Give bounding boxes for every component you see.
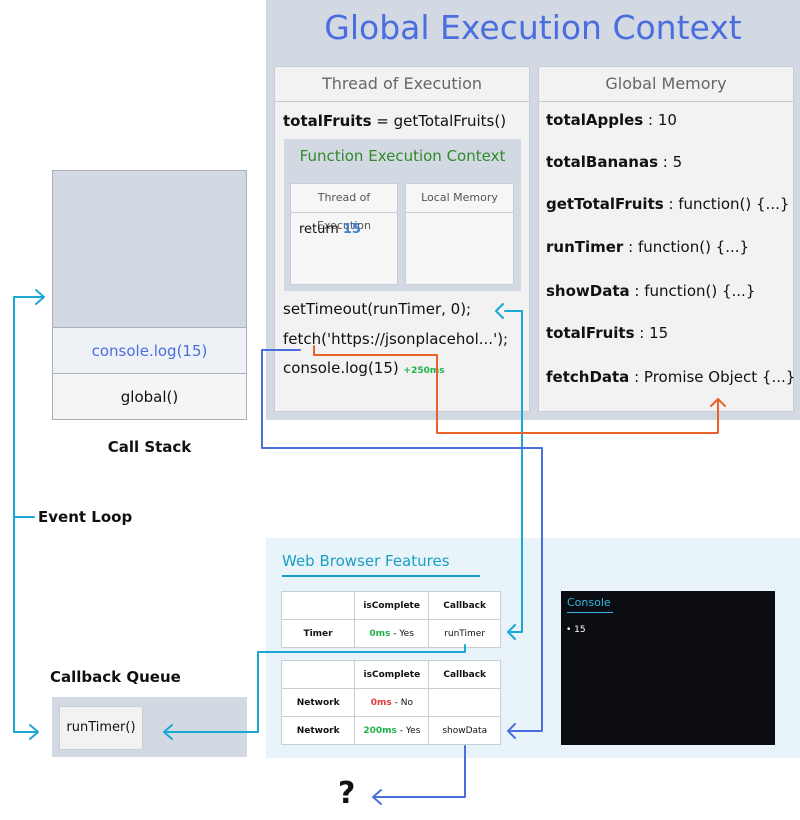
console-log-call: console.log(15)	[283, 359, 399, 377]
showdata-to-question-arrow	[372, 745, 466, 805]
gec-title: Global Execution Context	[324, 8, 742, 47]
memory-entry-value: 15	[649, 324, 669, 342]
global-memory-panel: Global Memory	[538, 66, 794, 412]
memory-entry-name: getTotalFruits	[546, 195, 664, 213]
memory-entry-value: 10	[657, 111, 677, 129]
network-callback	[428, 688, 501, 717]
timer-table-header: Callback	[428, 591, 501, 620]
fec-thread-panel: Thread of Execution return 15	[290, 183, 398, 285]
console-output-line: • 15	[566, 625, 586, 635]
event-loop-label: Event Loop	[38, 508, 133, 526]
memory-entry-value: function() {...}	[637, 238, 750, 256]
fetch-to-network-arrow	[261, 349, 543, 739]
network-callback: showData	[428, 716, 501, 745]
network-complete: - No	[391, 697, 413, 708]
memory-entry: totalApples : 10	[546, 111, 677, 129]
memory-entry-name: showData	[546, 282, 630, 300]
console-log-badge: +250ms	[403, 366, 445, 376]
memory-entry-name: totalFruits	[546, 324, 635, 342]
timer-callback: runTimer	[428, 619, 501, 648]
code-line-settimeout: setTimeout(runTimer, 0);	[283, 300, 472, 318]
fec-thread-heading: Thread of Execution	[291, 184, 397, 232]
settimeout-to-timer-arrow	[495, 303, 523, 640]
memory-entry: totalBananas : 5	[546, 153, 683, 171]
timer-table-header: isComplete	[354, 591, 430, 620]
timer-table-header	[280, 591, 356, 620]
network-table: isComplete Callback Network 0ms - No Net…	[280, 660, 501, 745]
call-stack-frame-console-log: console.log(15)	[52, 327, 247, 374]
memory-entry: getTotalFruits : function() {...}	[546, 195, 790, 213]
code-line-total-fruits: totalFruits = getTotalFruits()	[283, 112, 506, 130]
timer-status: 0ms - Yes	[354, 619, 430, 648]
fec-return-line: return 15	[299, 222, 361, 237]
return-value: 15	[342, 222, 361, 237]
console-title: Console	[567, 596, 611, 609]
memory-entry: totalFruits : 15	[546, 324, 669, 342]
fetch-to-promise-arrow	[313, 345, 726, 434]
network-table-header	[280, 660, 356, 689]
console-panel	[561, 591, 775, 745]
table-row: Network 0ms - No	[280, 688, 501, 717]
table-row: Network 200ms - Yes showData	[280, 716, 501, 745]
event-loop-arrow	[13, 289, 45, 740]
callback-queue-label: Callback Queue	[50, 668, 181, 686]
network-ms: 200ms	[363, 725, 397, 736]
network-row-label: Network	[280, 688, 356, 717]
console-underline	[567, 612, 613, 613]
call-stack-label: Call Stack	[107, 438, 192, 456]
title-underline	[282, 575, 480, 577]
call-stack-frame-global: global()	[52, 373, 247, 420]
network-complete: - Yes	[396, 725, 421, 736]
timer-ms: 0ms	[369, 628, 391, 639]
callback-queue-item: runTimer()	[59, 706, 143, 750]
network-status: 200ms - Yes	[354, 716, 430, 745]
timer-row-label: Timer	[280, 619, 356, 648]
var-total-fruits: totalFruits	[283, 112, 372, 130]
fec-memory-heading: Local Memory	[406, 184, 513, 213]
network-ms: 0ms	[370, 697, 392, 708]
question-mark: ?	[338, 776, 356, 811]
table-row: Timer 0ms - Yes runTimer	[280, 619, 501, 648]
timer-table: isComplete Callback Timer 0ms - Yes runT…	[280, 591, 501, 648]
thread-heading: Thread of Execution	[275, 67, 529, 102]
web-browser-features-title: Web Browser Features	[282, 552, 450, 570]
memory-entry: runTimer : function() {...}	[546, 238, 750, 256]
memory-entry-name: totalBananas	[546, 153, 658, 171]
fec-title: Function Execution Context	[299, 147, 506, 165]
memory-heading: Global Memory	[539, 67, 793, 102]
code-line-fetch: fetch('https://jsonplacehol...');	[283, 330, 509, 348]
code-line-console-log: console.log(15) +250ms	[283, 359, 445, 377]
timer-to-queue-arrow	[163, 644, 466, 740]
memory-entry-value: 5	[672, 153, 683, 171]
memory-entry: fetchData : Promise Object {...}	[546, 368, 796, 386]
network-row-label: Network	[280, 716, 356, 745]
return-keyword: return	[299, 222, 343, 237]
fec-local-memory-panel: Local Memory	[405, 183, 514, 285]
memory-entry: showData : function() {...}	[546, 282, 756, 300]
memory-entry-name: runTimer	[546, 238, 624, 256]
timer-complete: - Yes	[390, 628, 414, 639]
memory-entry-value: function() {...}	[644, 282, 756, 300]
memory-entry-name: totalApples	[546, 111, 644, 129]
call-get-total-fruits: = getTotalFruits()	[371, 112, 507, 130]
memory-entry-value: function() {...}	[678, 195, 790, 213]
memory-entry-value: Promise Object {...}	[643, 368, 796, 386]
memory-entry-name: fetchData	[546, 368, 630, 386]
